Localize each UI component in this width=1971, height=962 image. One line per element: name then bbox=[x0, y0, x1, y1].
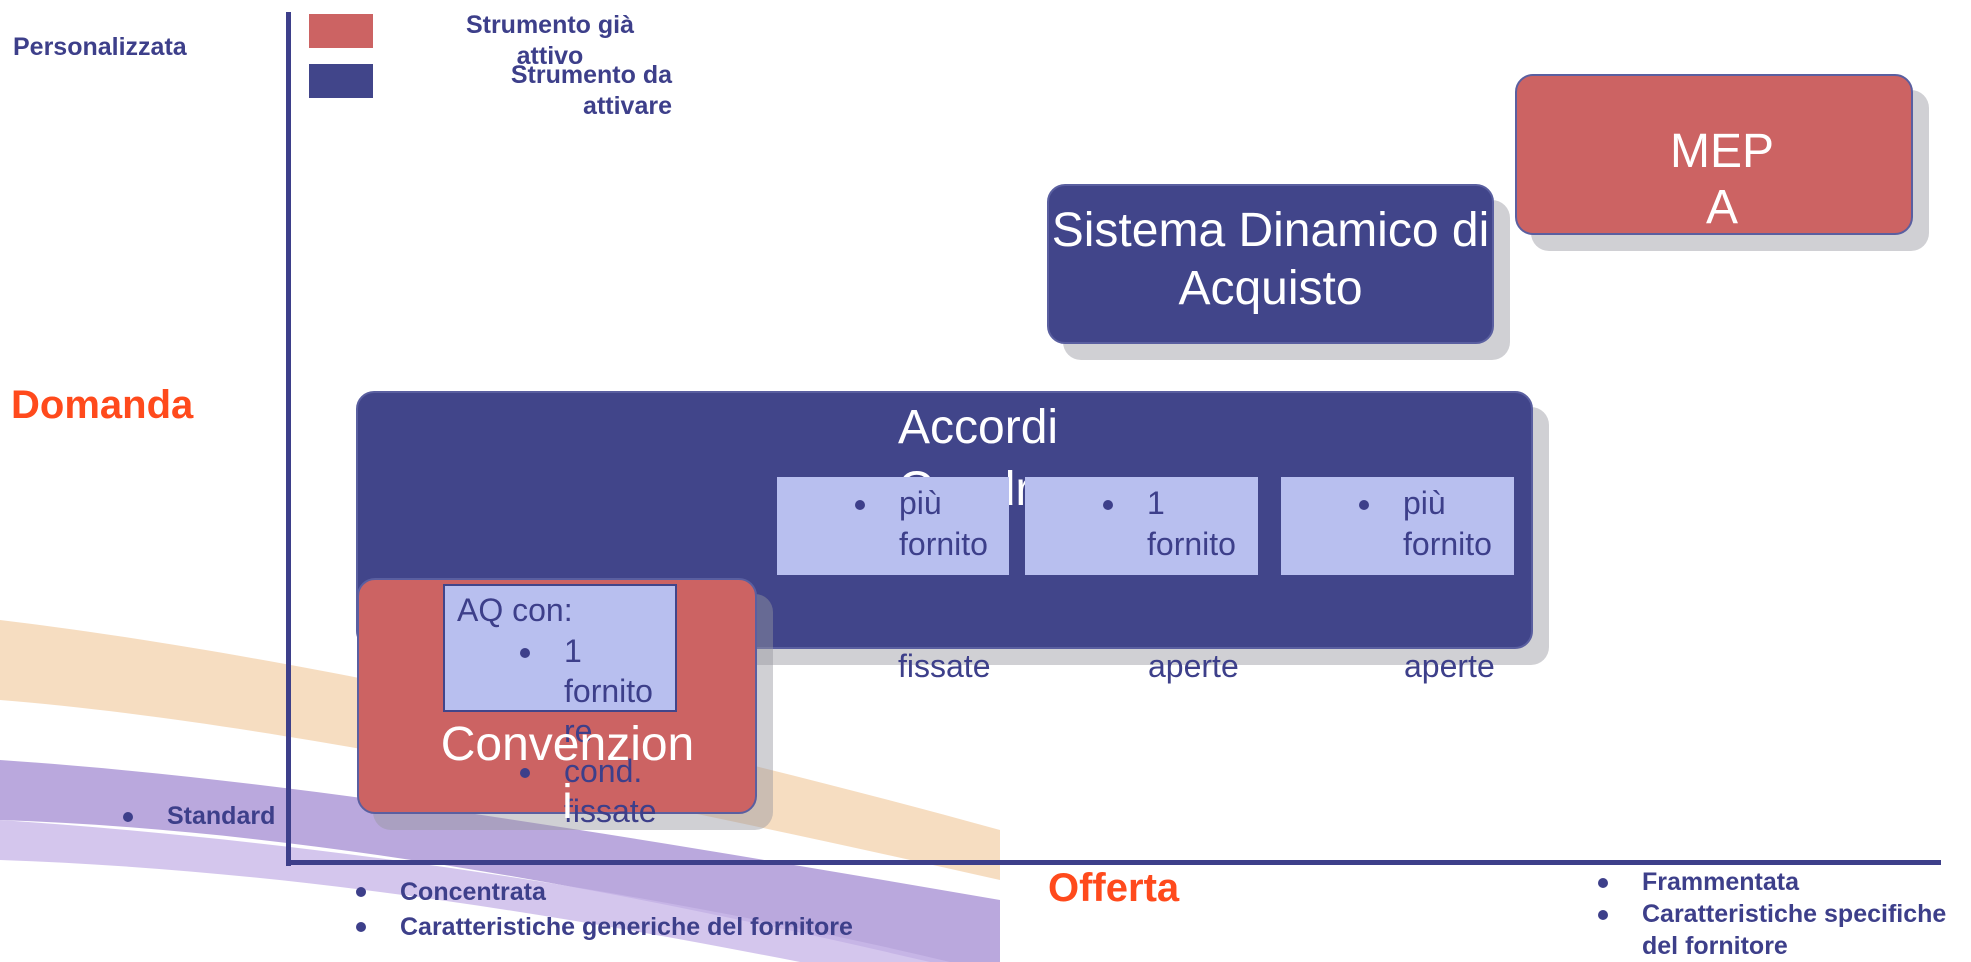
legend-swatch-to-activate bbox=[309, 64, 373, 98]
convenzioni-label: Convenzioni bbox=[440, 718, 695, 829]
y-axis-bottom-label: Standard bbox=[119, 800, 275, 833]
legend-swatch-active bbox=[309, 14, 373, 48]
x-axis-left-item: Caratteristiche generiche del fornitore bbox=[352, 910, 853, 945]
legend-label-to-activate: Strumento da attivare bbox=[510, 61, 672, 120]
aq-option-3 bbox=[1281, 477, 1514, 575]
x-axis-line bbox=[286, 860, 1941, 865]
aq-con-box bbox=[443, 584, 677, 712]
x-axis-left-list: Concentrata Caratteristiche generiche de… bbox=[352, 875, 853, 945]
x-axis-right-item: Caratteristiche specifiche del fornitore bbox=[1594, 898, 1964, 962]
mepa-box: MEPA bbox=[1515, 74, 1913, 235]
x-axis-left-item: Concentrata bbox=[352, 875, 853, 910]
y-axis-title: Domanda bbox=[11, 383, 194, 427]
mepa-label: MEPA bbox=[1669, 125, 1774, 234]
x-axis-right-item: Frammentata bbox=[1594, 866, 1964, 898]
sistema-dinamico-label: Sistema Dinamico di Acquisto bbox=[1051, 204, 1490, 315]
legend-label-active: Strumento già attivo bbox=[465, 11, 635, 70]
aq-con-bullet-2: cond.fissate bbox=[516, 751, 686, 831]
aq-option-2-overflow: aperte bbox=[1148, 648, 1239, 684]
aq-option-2 bbox=[1025, 477, 1258, 575]
aq-con-title: AQ con: bbox=[457, 592, 573, 628]
aq-option-1 bbox=[777, 477, 1009, 575]
y-axis-top-label: Personalizzata bbox=[13, 33, 187, 61]
aq-option-1-overflow: fissate bbox=[898, 648, 991, 684]
x-axis-title: Offerta bbox=[1048, 866, 1180, 910]
y-axis-line bbox=[286, 12, 291, 866]
sistema-dinamico-box: Sistema Dinamico di Acquisto bbox=[1047, 184, 1494, 344]
aq-option-3-overflow: aperte bbox=[1404, 648, 1495, 684]
x-axis-right-list: Frammentata Caratteristiche specifiche d… bbox=[1594, 866, 1964, 962]
y-axis-bottom-list: Standard bbox=[119, 800, 275, 833]
